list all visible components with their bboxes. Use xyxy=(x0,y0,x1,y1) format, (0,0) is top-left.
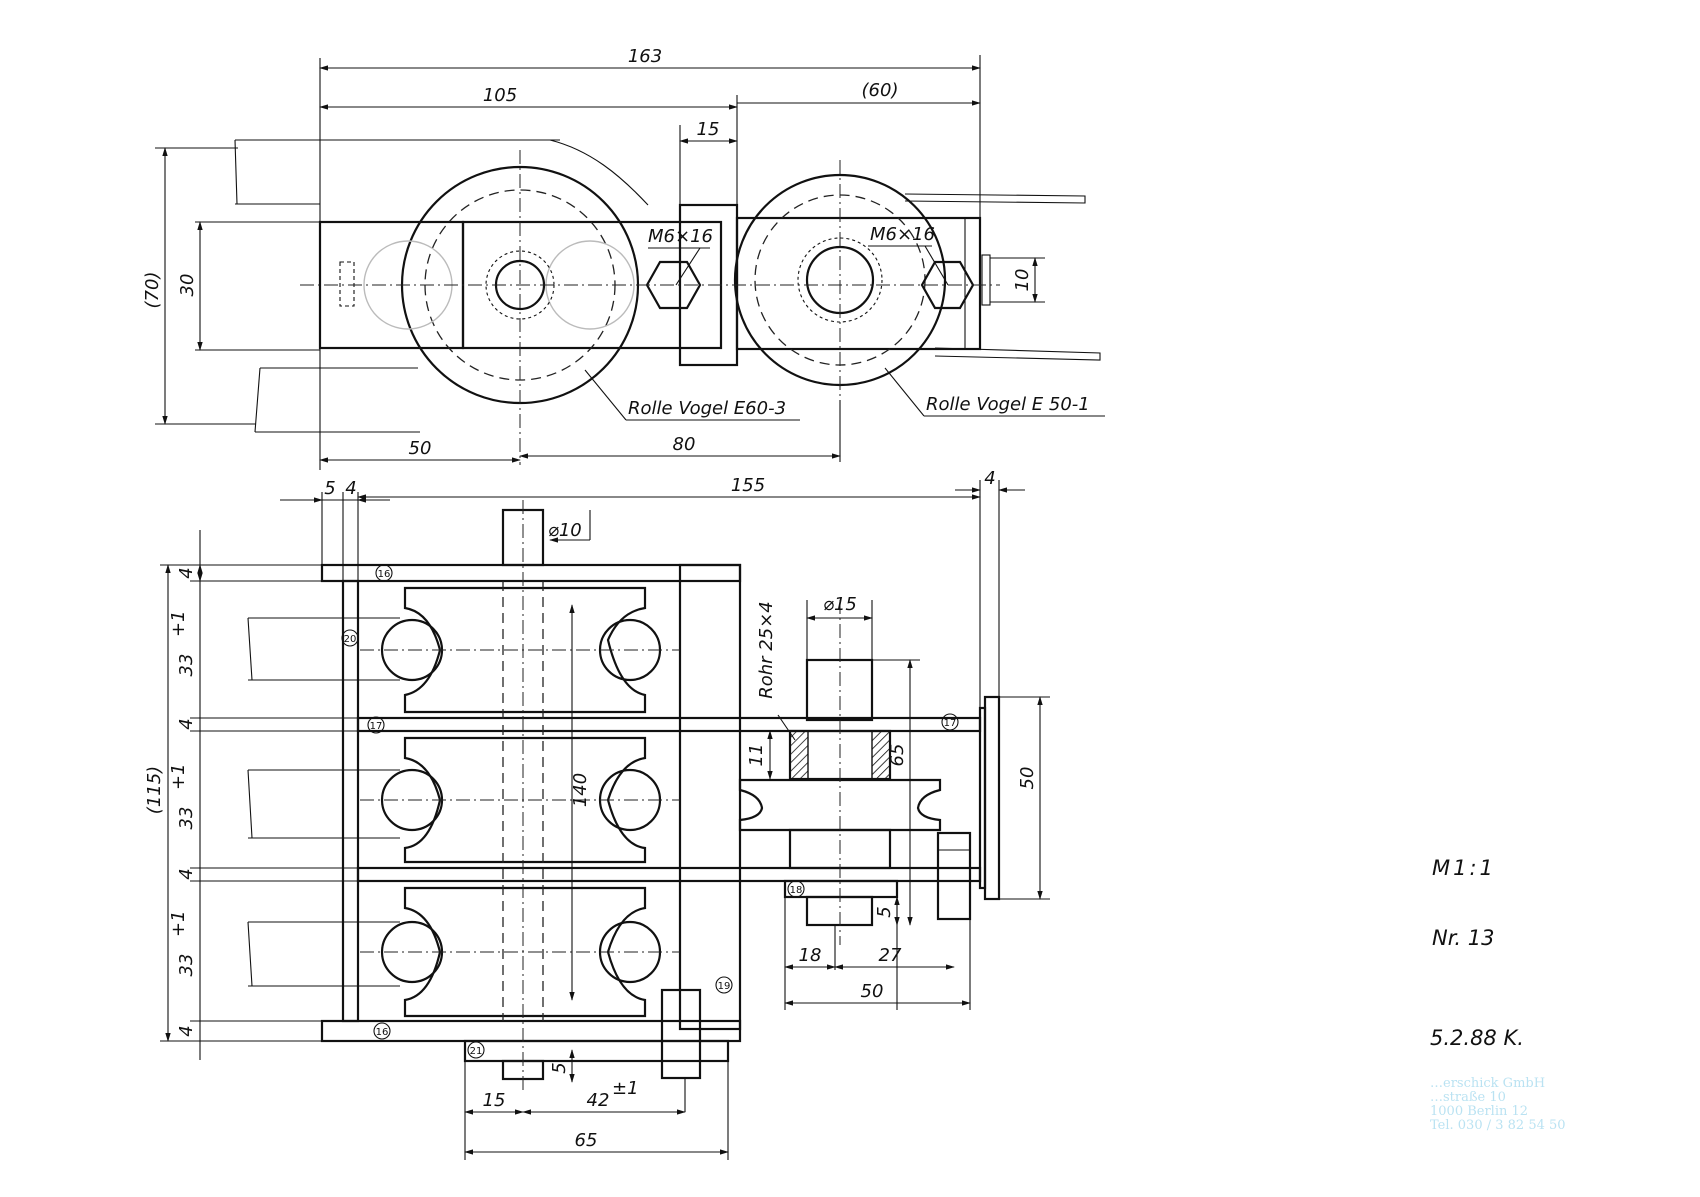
top-dimensions: 163 105 (60) 15 (70) 30 10 50 80 xyxy=(142,46,1038,463)
bolt-label-right: M6×16 xyxy=(870,224,935,245)
front-dimensions: 5 4 155 4 ⌀10 ⌀15 4 33 +1 4 33 +1 4 33 +… xyxy=(144,468,1043,1155)
bolt-label-left: M6×16 xyxy=(648,226,713,247)
dim-33-a: 33 xyxy=(176,654,197,677)
dim-10: 10 xyxy=(1012,269,1033,292)
right-pulley xyxy=(738,778,942,832)
dim-4-c: 4 xyxy=(176,868,197,879)
dim-5-right: 5 xyxy=(874,906,895,917)
company-stamp: …erschick GmbH …straße 10 1000 Berlin 12… xyxy=(1430,1076,1566,1133)
front-rope-lines xyxy=(247,617,400,987)
tol-42: ±1 xyxy=(612,1078,639,1099)
scale-note: M1:1 xyxy=(1432,856,1496,880)
dim-18: 18 xyxy=(799,945,822,966)
dim-50: 50 xyxy=(409,438,432,459)
part-numbers: 16 20 17 17 19 16 21 18 xyxy=(341,564,959,1059)
dim-105: 105 xyxy=(483,85,517,106)
mid-plate-1 xyxy=(356,716,982,733)
part-16-base: 16 xyxy=(376,1027,389,1038)
dim-65-bottom: 65 xyxy=(575,1130,598,1151)
dim-11: 11 xyxy=(746,744,767,767)
mid-plate-2 xyxy=(356,866,982,883)
front-extension-lines xyxy=(160,480,1050,1160)
dim-15-bottom: 15 xyxy=(483,1090,506,1111)
dim-5: 5 xyxy=(324,478,335,499)
hex-bolt-front xyxy=(936,831,972,921)
part-19: 19 xyxy=(718,981,731,992)
dim-50-right: 50 xyxy=(861,981,884,1002)
dim-4-b: 4 xyxy=(176,718,197,729)
roller-label-left: Rolle Vogel E60-3 xyxy=(628,398,786,419)
dim-155: 155 xyxy=(731,475,765,496)
roller-label-right: Rolle Vogel E 50-1 xyxy=(926,394,1090,415)
side-plate xyxy=(341,579,360,1023)
stamp-line-3: 1000 Berlin 12 xyxy=(1430,1104,1528,1119)
dim-50-flange: 50 xyxy=(1017,767,1038,790)
dim-33-c: 33 xyxy=(176,954,197,977)
tube-label: Rohr 25×4 xyxy=(756,601,777,699)
tol-33-b: +1 xyxy=(168,763,189,790)
dim-115: (115) xyxy=(144,766,165,814)
dim-30: 30 xyxy=(177,274,198,297)
dim-4-right: 4 xyxy=(984,468,995,489)
right-plate xyxy=(678,563,742,1031)
dim-33-b: 33 xyxy=(176,807,197,830)
part-21: 21 xyxy=(470,1046,483,1057)
part-17-left: 17 xyxy=(370,721,383,732)
dim-dia-15: ⌀15 xyxy=(823,594,857,615)
part-20: 20 xyxy=(344,634,357,645)
tol-33-c: +1 xyxy=(168,910,189,937)
part-17-right: 17 xyxy=(944,718,957,729)
stamp-line-4: Tel. 030 / 3 82 54 50 xyxy=(1430,1118,1566,1133)
dim-42: 42 xyxy=(587,1090,610,1111)
tube-section-left xyxy=(789,730,809,780)
number-note: Nr. 13 xyxy=(1432,926,1495,950)
dim-163: 163 xyxy=(628,46,662,67)
stamp-line-1: …erschick GmbH xyxy=(1430,1076,1545,1091)
dim-4-top: 4 xyxy=(345,478,356,499)
foot-plate xyxy=(463,1039,730,1063)
side-bolt xyxy=(660,988,702,1080)
tol-33-a: +1 xyxy=(168,610,189,637)
flange-plate xyxy=(983,695,1001,901)
dim-65-right: 65 xyxy=(887,744,908,767)
top-right-block xyxy=(735,216,982,351)
part-18: 18 xyxy=(790,885,803,896)
date-note: 5.2.88 K. xyxy=(1430,1026,1524,1050)
drawing-notes: M1:1 Nr. 13 5.2.88 K. xyxy=(1430,856,1524,1050)
dim-5-bottom: 5 xyxy=(549,1062,570,1073)
hex-nut-right xyxy=(920,260,975,310)
dim-4-a: 4 xyxy=(176,567,197,578)
top-view: 163 105 (60) 15 (70) 30 10 50 80 M6×16 M… xyxy=(142,46,1105,470)
dim-4-d: 4 xyxy=(176,1025,197,1036)
dim-140: 140 xyxy=(570,773,591,807)
stamp-line-2: …straße 10 xyxy=(1430,1090,1506,1105)
top-extension-lines xyxy=(155,55,1045,470)
front-view: 5 4 155 4 ⌀10 ⌀15 4 33 +1 4 33 +1 4 33 +… xyxy=(144,468,1050,1160)
rope-lines xyxy=(234,139,1101,433)
dim-15: 15 xyxy=(697,119,720,140)
dim-60: (60) xyxy=(862,80,899,101)
dim-27: 27 xyxy=(879,945,902,966)
dim-80: 80 xyxy=(673,434,696,455)
dim-dia-10: ⌀10 xyxy=(548,520,582,541)
part-16-top: 16 xyxy=(378,569,391,580)
dim-70: (70) xyxy=(142,272,163,309)
